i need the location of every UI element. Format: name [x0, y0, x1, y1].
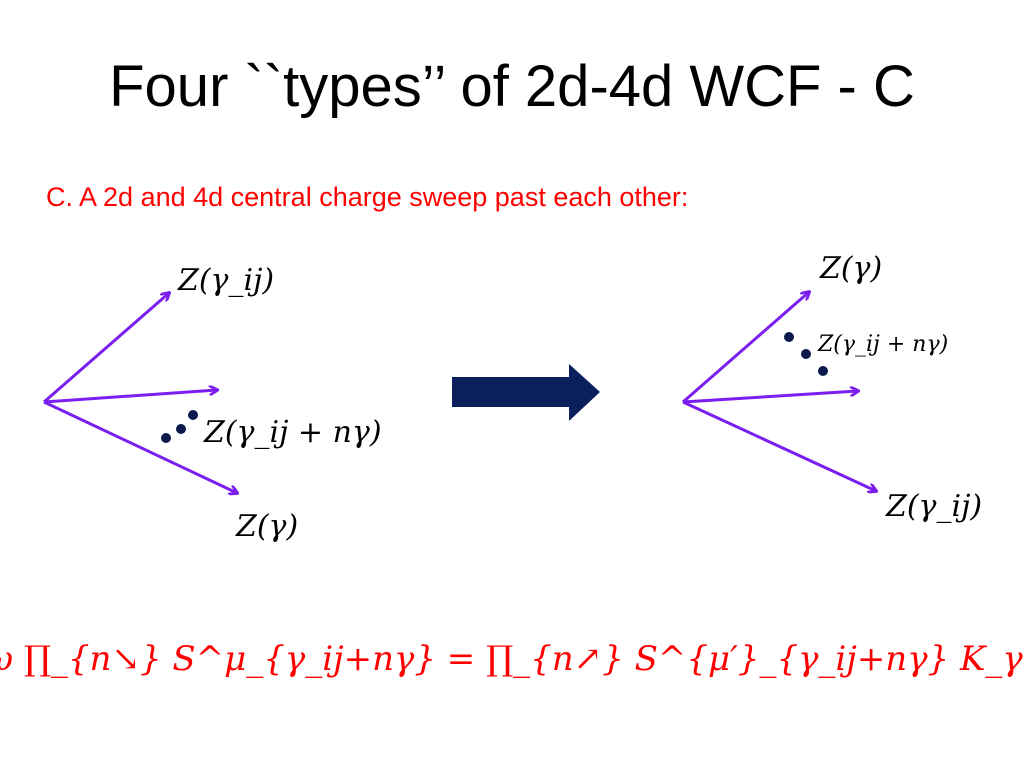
right-ellipsis-dots — [784, 332, 828, 376]
right-label-top: Z(γ) — [819, 251, 882, 286]
left-arrow-gamma-ij — [43, 293, 169, 404]
left-label-top: Z(γ_ij) — [177, 263, 274, 298]
dot — [784, 332, 794, 342]
right-diagram: Z(γ) Z(γ_ij + nγ) Z(γ_ij) — [682, 251, 982, 524]
right-arrow-gamma-ij — [682, 400, 876, 491]
right-arrow-gamma — [682, 292, 809, 404]
right-label-middle: Z(γ_ij + nγ) — [817, 332, 948, 357]
dot — [818, 366, 828, 376]
right-label-bottom: Z(γ_ij) — [885, 489, 982, 524]
slide-title: Four ``types’’ of 2d-4d WCF - C — [109, 54, 915, 119]
transition-arrow — [452, 364, 600, 421]
left-diagram: Z(γ_ij) Z(γ_ij + nγ) Z(γ) — [43, 263, 382, 544]
dot — [188, 410, 198, 420]
left-arrow-gamma — [43, 400, 237, 493]
left-ellipsis-dots — [161, 410, 198, 443]
wcf-formula: K_γ^ω ∏_{n↘} S^μ_{γ_ij+nγ} = ∏_{n↗} S^{μ… — [0, 639, 1024, 679]
left-label-middle: Z(γ_ij + nγ) — [203, 415, 382, 450]
left-arrow-middle — [43, 390, 217, 404]
left-label-bottom: Z(γ) — [235, 509, 298, 544]
right-arrow-middle — [682, 391, 858, 404]
dot — [161, 433, 171, 443]
slide-subtitle: C. A 2d and 4d central charge sweep past… — [46, 182, 689, 212]
dot — [176, 424, 186, 434]
dot — [801, 349, 811, 359]
